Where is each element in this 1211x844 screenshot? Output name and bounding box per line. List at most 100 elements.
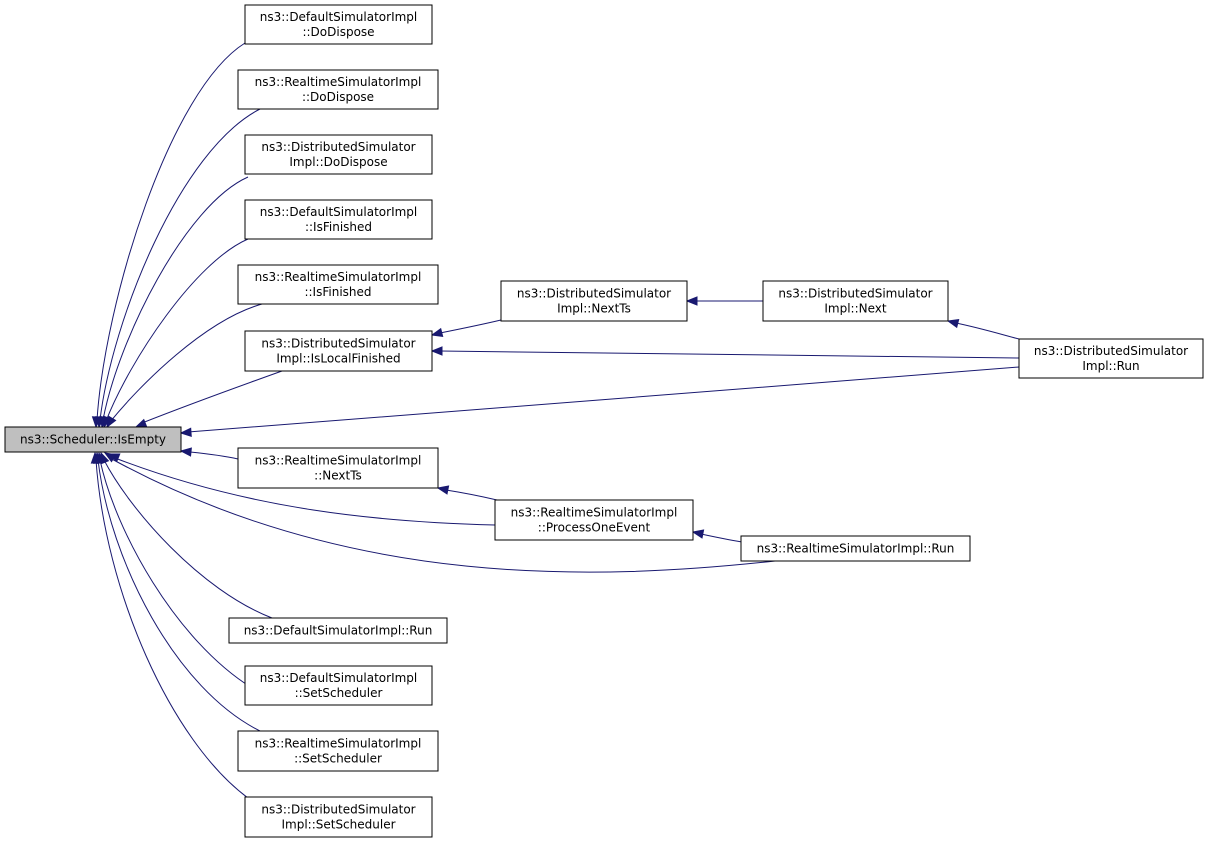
node-box	[740, 535, 971, 562]
caller-node[interactable]: ns3::DefaultSimulatorImpl::IsFinished	[244, 199, 433, 240]
node-label: ns3::DistributedSimulator	[261, 337, 415, 351]
edge-line	[114, 457, 496, 526]
edge-line	[141, 370, 283, 424]
edge-n8-to-n7	[685, 296, 763, 306]
edge-line	[105, 238, 249, 422]
edge-n5-to-n0	[106, 303, 263, 429]
node-box	[244, 134, 433, 175]
edge-n7-to-n6	[430, 319, 502, 338]
node-box	[500, 280, 688, 322]
caller-node[interactable]: ns3::DistributedSimulatorImpl::SetSchedu…	[244, 796, 433, 838]
arrowhead-icon	[179, 447, 192, 457]
arrowhead-icon	[90, 451, 101, 464]
edge-line	[187, 366, 1020, 433]
arrowhead-icon	[430, 346, 443, 356]
node-label: ns3::DefaultSimulatorImpl	[260, 671, 418, 685]
node-label: ns3::DistributedSimulator	[1034, 344, 1188, 358]
node-label: ns3::RealtimeSimulatorImpl	[255, 737, 422, 751]
node-label: ns3::Scheduler::IsEmpty	[20, 433, 166, 447]
node-label: Impl::DoDispose	[289, 155, 387, 169]
arrowhead-icon	[106, 415, 117, 429]
edge-line	[99, 459, 253, 689]
arrowhead-icon	[134, 418, 148, 428]
edge-line	[99, 108, 261, 421]
node-label: ::IsFinished	[304, 285, 371, 299]
node-label: ::SetScheduler	[294, 752, 382, 766]
edge-n9-to-n0	[179, 366, 1020, 437]
node-box	[228, 617, 448, 644]
edge-n9-to-n8	[946, 318, 1020, 340]
node-label: ns3::DefaultSimulatorImpl	[260, 205, 418, 219]
edge-line	[439, 319, 502, 334]
node-label: ns3::RealtimeSimulatorImpl::Run	[757, 542, 955, 556]
arrowhead-icon	[430, 327, 444, 338]
node-label: ns3::DefaultSimulatorImpl::Run	[244, 624, 433, 638]
edge-line	[445, 489, 498, 501]
node-box	[244, 4, 433, 45]
caller-node[interactable]: ns3::RealtimeSimulatorImpl::NextTs	[237, 447, 439, 489]
node-label: ns3::DistributedSimulator	[778, 287, 932, 301]
edge-n12-to-n0	[103, 452, 776, 573]
node-box	[244, 330, 433, 372]
node-box	[237, 69, 439, 110]
caller-node[interactable]: ns3::RealtimeSimulatorImpl::SetScheduler	[237, 730, 439, 772]
edge-n16-to-n0	[90, 451, 249, 799]
node-label: ::IsFinished	[305, 220, 372, 234]
edges-layer	[90, 42, 1020, 799]
node-box	[237, 264, 439, 305]
root-node[interactable]: ns3::Scheduler::IsEmpty	[4, 426, 182, 453]
caller-node[interactable]: ns3::DefaultSimulatorImpl::DoDispose	[244, 4, 433, 45]
node-box	[1018, 338, 1204, 379]
node-box	[762, 280, 949, 322]
node-label: ::NextTs	[314, 469, 362, 483]
edge-line	[102, 176, 249, 421]
node-label: ns3::DefaultSimulatorImpl	[260, 10, 418, 24]
caller-node[interactable]: ns3::DefaultSimulatorImpl::SetScheduler	[244, 665, 433, 706]
edge-n10-to-n0	[179, 447, 239, 460]
node-label: ns3::RealtimeSimulatorImpl	[255, 270, 422, 284]
node-box	[244, 665, 433, 706]
caller-node[interactable]: ns3::DistributedSimulatorImpl::IsLocalFi…	[244, 330, 433, 372]
node-box	[494, 499, 694, 541]
arrowhead-icon	[691, 529, 705, 539]
caller-node[interactable]: ns3::RealtimeSimulatorImpl::IsFinished	[237, 264, 439, 305]
arrowhead-icon	[436, 485, 450, 495]
node-label: ns3::DistributedSimulator	[261, 803, 415, 817]
arrowhead-icon	[179, 427, 192, 437]
edge-line	[96, 42, 246, 421]
node-box	[244, 199, 433, 240]
arrowhead-icon	[685, 296, 698, 306]
node-box	[4, 426, 182, 453]
node-label: Impl::SetScheduler	[281, 818, 395, 832]
node-label: ns3::DistributedSimulator	[261, 140, 415, 154]
node-label: ::ProcessOneEvent	[538, 521, 651, 535]
node-label: Impl::IsLocalFinished	[276, 352, 400, 366]
node-box	[244, 796, 433, 838]
edge-n2-to-n0	[95, 108, 261, 429]
caller-node[interactable]: ns3::RealtimeSimulatorImpl::ProcessOneEv…	[494, 499, 694, 541]
edge-n9-to-n6	[430, 346, 1020, 359]
edge-n3-to-n0	[99, 176, 249, 429]
caller-node[interactable]: ns3::DefaultSimulatorImpl::Run	[228, 617, 448, 644]
node-label: ::SetScheduler	[295, 686, 383, 700]
node-box	[237, 447, 439, 489]
edge-n12-to-n11	[691, 529, 743, 543]
node-box	[237, 730, 439, 772]
edge-line	[95, 459, 249, 799]
node-label: ::DoDispose	[302, 90, 374, 104]
node-label: Impl::Run	[1082, 359, 1139, 373]
edge-line	[103, 459, 273, 619]
edge-line	[955, 322, 1020, 340]
node-label: ns3::RealtimeSimulatorImpl	[255, 454, 422, 468]
node-label: Impl::NextTs	[557, 302, 631, 316]
node-label: ns3::DistributedSimulator	[517, 287, 671, 301]
edge-line	[439, 350, 1020, 359]
caller-node[interactable]: ns3::RealtimeSimulatorImpl::Run	[740, 535, 971, 562]
arrowhead-icon	[946, 318, 960, 329]
caller-node[interactable]: ns3::RealtimeSimulatorImpl::DoDispose	[237, 69, 439, 110]
edge-line	[109, 303, 263, 423]
